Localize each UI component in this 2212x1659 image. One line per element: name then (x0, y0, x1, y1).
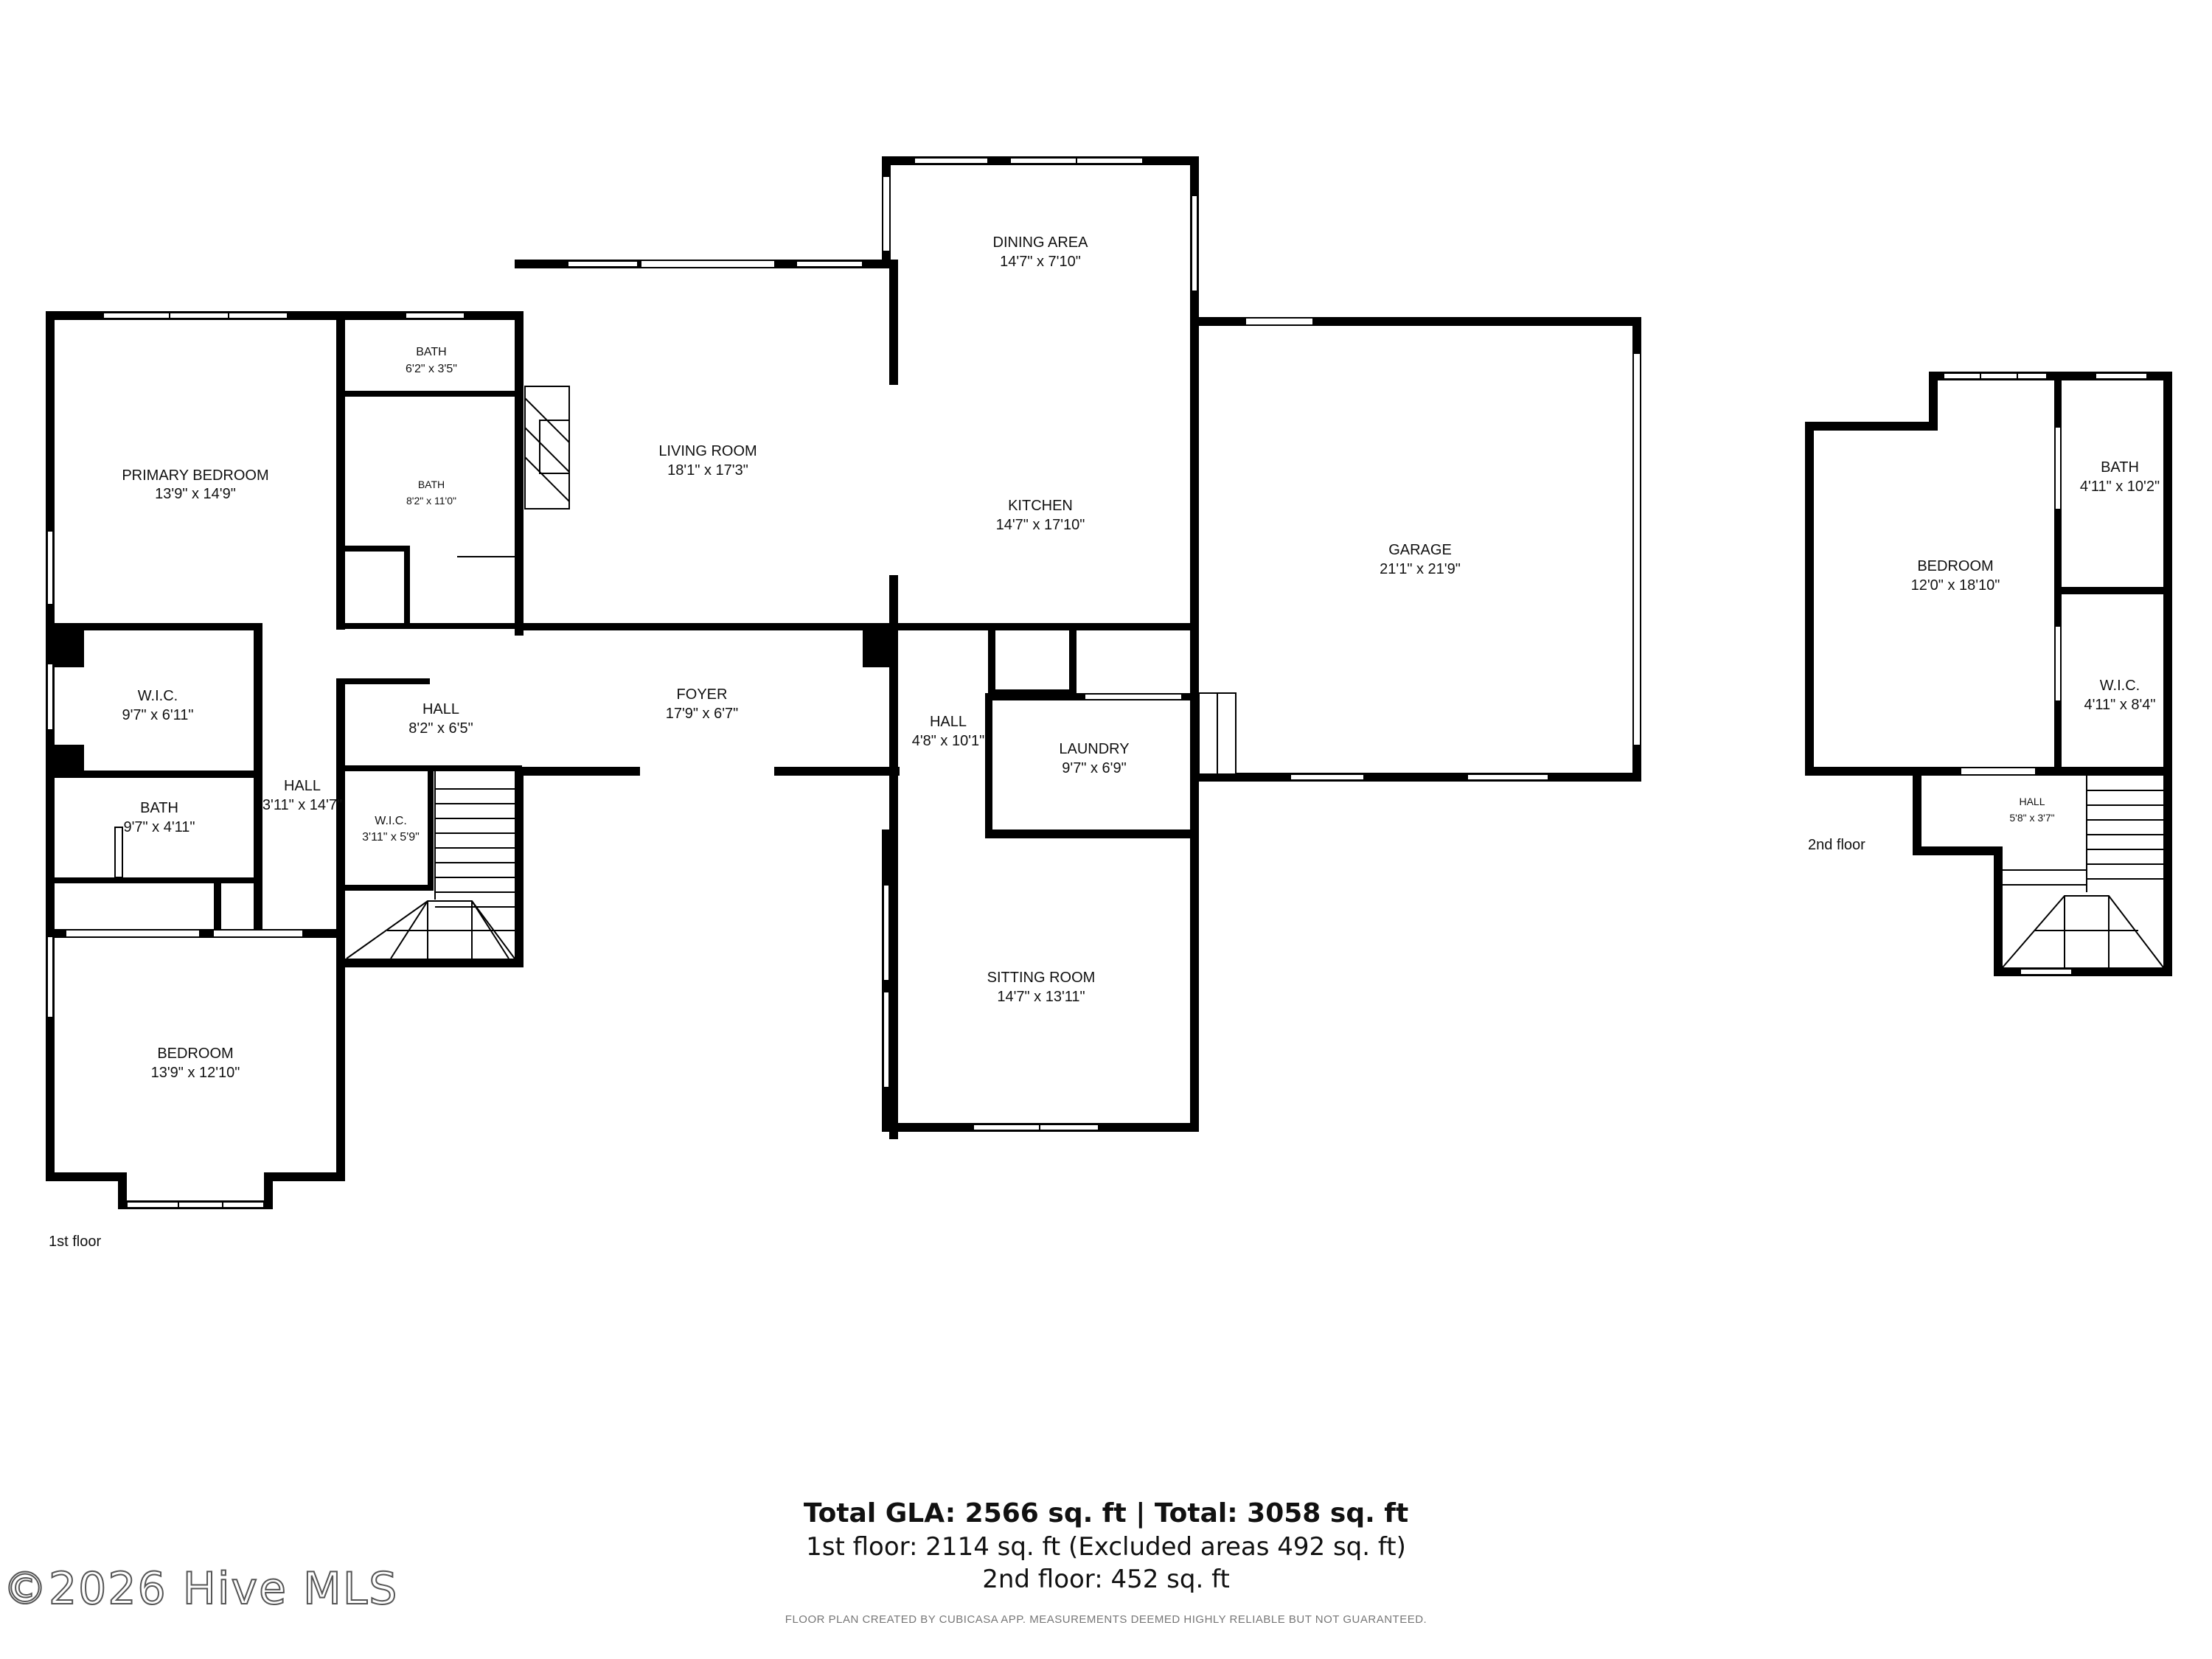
room-dims: 17'9" x 6'7" (666, 706, 739, 722)
room-dims: 6'2" x 3'5" (406, 363, 457, 375)
room-dims: 18'1" x 17'3" (667, 462, 748, 479)
total-area: Total GLA: 2566 sq. ft | Total: 3058 sq.… (803, 1498, 1409, 1528)
room-dims: 13'9" x 12'10" (151, 1065, 240, 1081)
room-name: BATH (418, 479, 445, 490)
room-name: PRIMARY BEDROOM (122, 467, 268, 484)
area-summary: Total GLA: 2566 sq. ft | Total: 3058 sq.… (0, 1497, 2212, 1596)
first-floor-windows (46, 157, 1640, 1208)
room-dims: 13'9" x 14'9" (155, 486, 236, 502)
room-dims: 9'7" x 6'9" (1062, 760, 1126, 776)
room-dims: 8'2" x 6'5" (408, 720, 473, 737)
room-dims: 4'11" x 8'4" (2084, 697, 2155, 713)
floor-label-1st: 1st floor (49, 1234, 101, 1250)
room-name: BATH (416, 346, 446, 358)
stairs-2nd-floor (2002, 776, 2164, 968)
room-dims: 3'11" x 14'7" (262, 797, 342, 813)
second-floor-windows (1943, 372, 2148, 975)
room-dims: 14'7" x 13'11" (997, 989, 1085, 1005)
first-floor-area: 1st floor: 2114 sq. ft (Excluded areas 4… (806, 1532, 1406, 1562)
room-name: W.I.C. (2100, 678, 2140, 694)
room-name: SITTING ROOM (987, 970, 1096, 986)
room-dims: 3'11" x 5'9" (362, 831, 420, 844)
room-name: BATH (140, 800, 178, 816)
room-name: W.I.C. (138, 688, 178, 704)
room-dims: 8'2" x 11'0" (406, 495, 456, 507)
room-name: W.I.C. (375, 815, 407, 827)
floor-label-2nd: 2nd floor (1808, 837, 1865, 853)
room-dims: 5'8" x 3'7" (2009, 812, 2054, 824)
room-dims: 12'0" x 18'10" (1911, 577, 2000, 594)
room-dims: 4'8" x 10'1" (912, 733, 985, 749)
room-dims: 21'1" x 21'9" (1380, 561, 1461, 577)
disclaimer: FLOOR PLAN CREATED BY CUBICASA APP. MEAS… (785, 1613, 1427, 1626)
room-name: FOYER (677, 686, 728, 703)
room-name: HALL (422, 701, 459, 717)
room-name: HALL (930, 714, 967, 730)
room-name: KITCHEN (1008, 498, 1073, 514)
room-dims: 14'7" x 17'10" (996, 517, 1085, 533)
room-labels-1st-floor: PRIMARY BEDROOM 13'9" x 14'9" BATH 6'2" … (49, 234, 1461, 1250)
room-name: HALL (2019, 796, 2045, 807)
room-name: HALL (284, 778, 321, 794)
second-floor-area: 2nd floor: 452 sq. ft (982, 1565, 1230, 1594)
room-labels-2nd-floor: BEDROOM 12'0" x 18'10" BATH 4'11" x 10'2… (1808, 459, 2160, 853)
room-dims: 14'7" x 7'10" (1000, 254, 1081, 270)
room-name: DINING AREA (993, 234, 1089, 251)
room-name: GARAGE (1388, 542, 1452, 558)
fireplace (524, 386, 570, 509)
laundry-steps (1198, 692, 1237, 775)
room-name: BEDROOM (157, 1046, 233, 1062)
room-dims: 4'11" x 10'2" (2080, 479, 2160, 495)
room-name: LAUNDRY (1059, 741, 1129, 757)
room-name: BATH (2101, 459, 2139, 476)
watermark: ©2026 Hive MLS (2, 1562, 399, 1615)
room-name: BEDROOM (1917, 558, 1993, 574)
room-name: LIVING ROOM (658, 443, 757, 459)
stairs-1st-floor (346, 771, 515, 959)
room-dims: 9'7" x 4'11" (123, 819, 195, 835)
room-dims: 9'7" x 6'11" (122, 707, 193, 723)
bath-fixtures (114, 556, 515, 878)
